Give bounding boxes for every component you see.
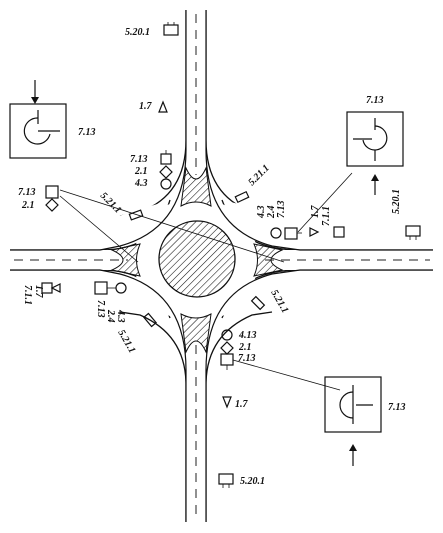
curb-nw: [10, 10, 187, 251]
svg-text:7.13: 7.13: [130, 154, 148, 165]
svg-text:7.13: 7.13: [95, 300, 106, 318]
sign-stack-sw: 7.13 2.4 4.3: [94, 281, 127, 323]
plate-se: 7.13: [324, 376, 406, 466]
plate-ne-code: 7.13: [366, 95, 384, 106]
triangle-warning-icon: [50, 283, 61, 293]
svg-text:2.4: 2.4: [266, 206, 277, 220]
svg-text:2.1: 2.1: [134, 166, 148, 177]
sign-1-7-south: 1.7: [222, 396, 249, 410]
plate-nw: 7.13: [9, 80, 96, 159]
plate-se-code: 7.13: [388, 402, 406, 413]
sign-5-20-1-bottom: 5.20.1: [218, 473, 265, 488]
svg-text:5.20.1: 5.20.1: [391, 189, 402, 214]
roundabout-plate-icon: [339, 391, 354, 419]
central-island: [158, 220, 236, 298]
sign-stack-east: 4.3 2.4 7.13: [256, 201, 302, 240]
svg-text:1.7: 1.7: [310, 205, 321, 219]
sign-7-1-1-west: 7.1.1 1.7: [22, 282, 61, 305]
island-east: [253, 243, 284, 277]
label-5-20-1-top: 5.20.1: [125, 27, 150, 38]
road-network: [10, 10, 433, 522]
island-south: [180, 313, 212, 354]
sign-5-20-1-east: 5.20.1: [391, 189, 421, 240]
svg-text:7.1.1: 7.1.1: [22, 285, 33, 305]
svg-text:7.13: 7.13: [238, 353, 256, 364]
label-1-7-south: 1.7: [235, 399, 249, 410]
circle-sign-icon: [270, 227, 282, 239]
svg-text:7.1.1: 7.1.1: [321, 206, 332, 226]
sign-stack-south: 4.13 2.1 7.13: [220, 329, 257, 370]
plate-ne-frame: [346, 111, 404, 167]
svg-text:7.13: 7.13: [18, 187, 36, 198]
triangle-warning-icon: [222, 396, 232, 409]
curb-ne: [205, 10, 433, 251]
svg-text:4.3: 4.3: [115, 309, 126, 323]
island-west: [110, 243, 141, 277]
sign-5-20-1-top: 5.20.1: [125, 22, 179, 38]
sign-stack-west: 7.13 2.1: [18, 185, 59, 212]
svg-text:4.3: 4.3: [134, 178, 148, 189]
curb-se: [205, 269, 433, 522]
svg-text:2.4: 2.4: [105, 309, 116, 323]
label-1-7-north: 1.7: [139, 101, 153, 112]
plate-nw-code: 7.13: [78, 127, 96, 138]
sign-1-7-north: 1.7: [139, 100, 168, 113]
triangle-warning-icon: [309, 227, 320, 237]
circle-sign-icon: [221, 329, 233, 341]
label-5-20-1-bottom: 5.20.1: [240, 476, 265, 487]
svg-text:2.1: 2.1: [21, 200, 35, 211]
svg-text:2.1: 2.1: [238, 342, 252, 353]
plate-se-frame: [324, 376, 382, 433]
roundabout-plate-icon: [362, 125, 388, 151]
roundabout-plate-icon: [23, 117, 51, 145]
svg-text:4.13: 4.13: [238, 330, 257, 341]
svg-text:7.13: 7.13: [276, 201, 287, 219]
circle-sign-icon: [160, 178, 172, 190]
leader-lines: [59, 172, 353, 391]
svg-text:1.7: 1.7: [33, 285, 44, 299]
diamond-icon: [45, 198, 59, 212]
sign-1-7-east: 1.7 7.1.1: [309, 205, 345, 238]
diamond-icon: [159, 165, 173, 179]
island-north: [180, 166, 212, 207]
plate-ne: 7.13: [346, 95, 404, 195]
sign-stack-north: 7.13 2.1 4.3: [130, 150, 173, 190]
svg-text:4.3: 4.3: [256, 206, 267, 220]
curb-sw: [10, 269, 187, 522]
plate-nw-frame: [9, 103, 67, 159]
triangle-warning-icon: [158, 100, 168, 113]
